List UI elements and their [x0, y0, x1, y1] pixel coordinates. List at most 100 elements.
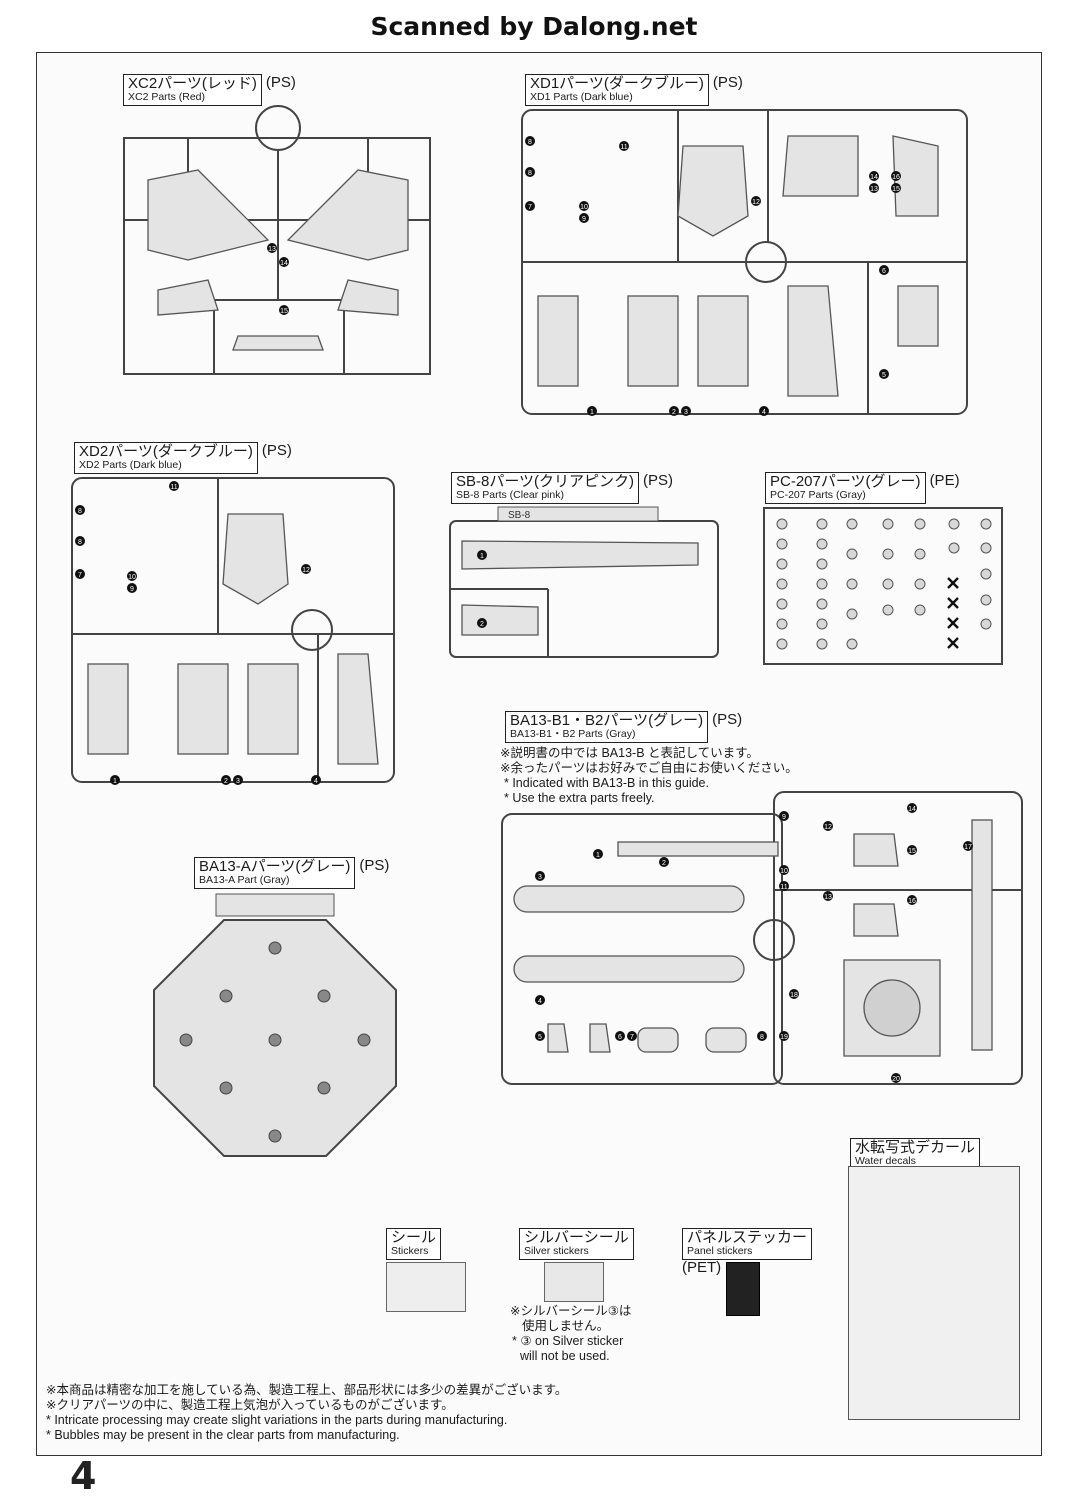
- ba13b-note-4: * Use the extra parts freely.: [504, 791, 655, 805]
- svg-text:4: 4: [538, 998, 542, 1005]
- silver-sticker-thumbnail: [544, 1262, 604, 1302]
- runner-ba13b-diagram: 1 2 3 4 5 6 7 8 9 10 11 12 13 14 15 16 1…: [501, 791, 1023, 1085]
- svg-text:17: 17: [964, 844, 972, 851]
- runner-title-jp: PC-207パーツ(グレー): [770, 473, 921, 490]
- svg-text:15: 15: [892, 186, 900, 193]
- svg-text:16: 16: [908, 898, 916, 905]
- svg-text:9: 9: [782, 814, 786, 821]
- runner-material: (PS): [359, 857, 390, 874]
- runner-label-xd1: XD1パーツ(ダークブルー)XD1 Parts (Dark blue) (PS): [525, 74, 743, 106]
- svg-text:14: 14: [280, 260, 288, 267]
- sticker-sheet-thumbnail: [386, 1262, 466, 1312]
- svg-text:7: 7: [630, 1034, 634, 1041]
- panel-material: (PET): [682, 1259, 722, 1276]
- runner-title-en: XD2 Parts (Dark blue): [79, 459, 182, 471]
- runner-title-jp: XD1パーツ(ダークブルー): [530, 75, 704, 92]
- svg-text:5: 5: [538, 1034, 542, 1041]
- svg-text:3: 3: [684, 409, 688, 416]
- sticker-title-jp: シール: [391, 1229, 437, 1246]
- svg-text:13: 13: [268, 246, 276, 253]
- footer-note-2: ※クリアパーツの中に、製造工程上気泡が入っているものがございます。: [46, 1398, 454, 1412]
- svg-text:8: 8: [528, 139, 532, 146]
- svg-text:12: 12: [302, 567, 310, 574]
- svg-text:12: 12: [824, 824, 832, 831]
- svg-text:15: 15: [908, 848, 916, 855]
- svg-text:5: 5: [882, 372, 886, 379]
- runner-material: (PE): [929, 472, 960, 489]
- runner-title-en: BA13-A Part (Gray): [199, 874, 290, 886]
- runner-material: (PS): [643, 472, 674, 489]
- ba13b-note-2: ※余ったパーツはお好みでご自由にお使いください。: [500, 761, 798, 775]
- svg-text:1: 1: [596, 852, 600, 859]
- runner-xd2-diagram: 8 8 7 11 10 9 12 1 2 3 4: [71, 477, 395, 785]
- ba13b-note-3: * Indicated with BA13-B in this guide.: [504, 776, 709, 790]
- svg-text:13: 13: [824, 894, 832, 901]
- runner-label-ba13a: BA13-Aパーツ(グレー)BA13-A Part (Gray) (PS): [194, 857, 389, 889]
- svg-text:8: 8: [528, 170, 532, 177]
- water-decal-sheet: [848, 1166, 1020, 1420]
- page-number: 4: [70, 1454, 97, 1498]
- svg-text:1: 1: [590, 409, 594, 416]
- svg-text:11: 11: [620, 144, 627, 151]
- silver-note-4: will not be used.: [520, 1349, 610, 1363]
- runner-label-ba13b: BA13-B1・B2パーツ(グレー)BA13-B1・B2 Parts (Gray…: [505, 711, 742, 743]
- svg-text:2: 2: [480, 621, 484, 628]
- svg-text:12: 12: [752, 199, 760, 206]
- runner-title-jp: SB-8パーツ(クリアピンク): [456, 473, 635, 490]
- svg-text:9: 9: [582, 216, 586, 223]
- footer-note-1: ※本商品は精密な加工を施している為、製造工程上、部品形状には多少の差異がございま…: [46, 1383, 568, 1397]
- runner-title-en: PC-207 Parts (Gray): [770, 489, 866, 501]
- footer-note-4: * Bubbles may be present in the clear pa…: [46, 1428, 400, 1442]
- footer-note-3: * Intricate processing may create slight…: [46, 1413, 508, 1427]
- runner-material: (PS): [712, 711, 743, 728]
- panel-sticker-thumbnail: [726, 1262, 760, 1316]
- runner-label-sb8: SB-8パーツ(クリアピンク)SB-8 Parts (Clear pink)(P…: [451, 472, 673, 504]
- svg-text:3: 3: [236, 778, 240, 785]
- svg-text:10: 10: [780, 868, 788, 875]
- runner-ba13a-diagram: [153, 893, 397, 1157]
- runner-title-jp: XD2パーツ(ダークブルー): [79, 443, 253, 460]
- svg-text:18: 18: [790, 992, 798, 999]
- svg-text:6: 6: [618, 1034, 622, 1041]
- runner-pc207-diagram: [763, 507, 1003, 665]
- svg-text:9: 9: [130, 586, 134, 593]
- svg-text:15: 15: [280, 308, 288, 315]
- runner-title-jp: BA13-Aパーツ(グレー): [199, 858, 351, 875]
- svg-text:11: 11: [780, 884, 787, 891]
- silver-note-3: * ③ on Silver sticker: [512, 1334, 624, 1348]
- sticker-title-en: Panel stickers: [687, 1245, 753, 1257]
- header-title: Scanned by Dalong.net: [370, 12, 698, 41]
- sticker-title-en: Water decals: [855, 1155, 916, 1167]
- runner-label-xc2: XC2パーツ(レッド)XC2 Parts (Red)(PS): [123, 74, 296, 106]
- svg-text:7: 7: [528, 204, 532, 211]
- sticker-title-en: Stickers: [391, 1245, 429, 1257]
- runner-xc2-diagram: 13 14 15: [123, 105, 431, 375]
- svg-text:10: 10: [128, 574, 136, 581]
- sticker-title-jp: パネルステッカー: [687, 1229, 808, 1246]
- svg-text:13: 13: [870, 186, 878, 193]
- svg-text:8: 8: [78, 508, 82, 515]
- runner-title-en: XD1 Parts (Dark blue): [530, 91, 633, 103]
- runner-title-jp: XC2パーツ(レッド): [128, 75, 257, 92]
- svg-text:14: 14: [870, 174, 878, 181]
- svg-text:7: 7: [78, 572, 82, 579]
- svg-text:8: 8: [760, 1034, 764, 1041]
- svg-text:10: 10: [580, 204, 588, 211]
- runner-material: (PS): [712, 74, 743, 91]
- svg-text:16: 16: [892, 174, 900, 181]
- svg-text:1: 1: [113, 778, 117, 785]
- svg-text:8: 8: [78, 539, 82, 546]
- svg-text:3: 3: [538, 874, 542, 881]
- runner-title-jp: BA13-B1・B2パーツ(グレー): [510, 712, 704, 729]
- svg-text:2: 2: [672, 409, 676, 416]
- sticker-title-en: Silver stickers: [524, 1245, 589, 1257]
- runner-sb8-diagram: SB-8 1 2: [449, 506, 719, 658]
- svg-text:2: 2: [662, 860, 666, 867]
- runner-xd1-diagram: 8 8 7 11 10 9 12 14 13 16 15 6 5 1 2 3 4: [521, 109, 968, 416]
- svg-text:4: 4: [762, 409, 766, 416]
- svg-text:19: 19: [780, 1034, 788, 1041]
